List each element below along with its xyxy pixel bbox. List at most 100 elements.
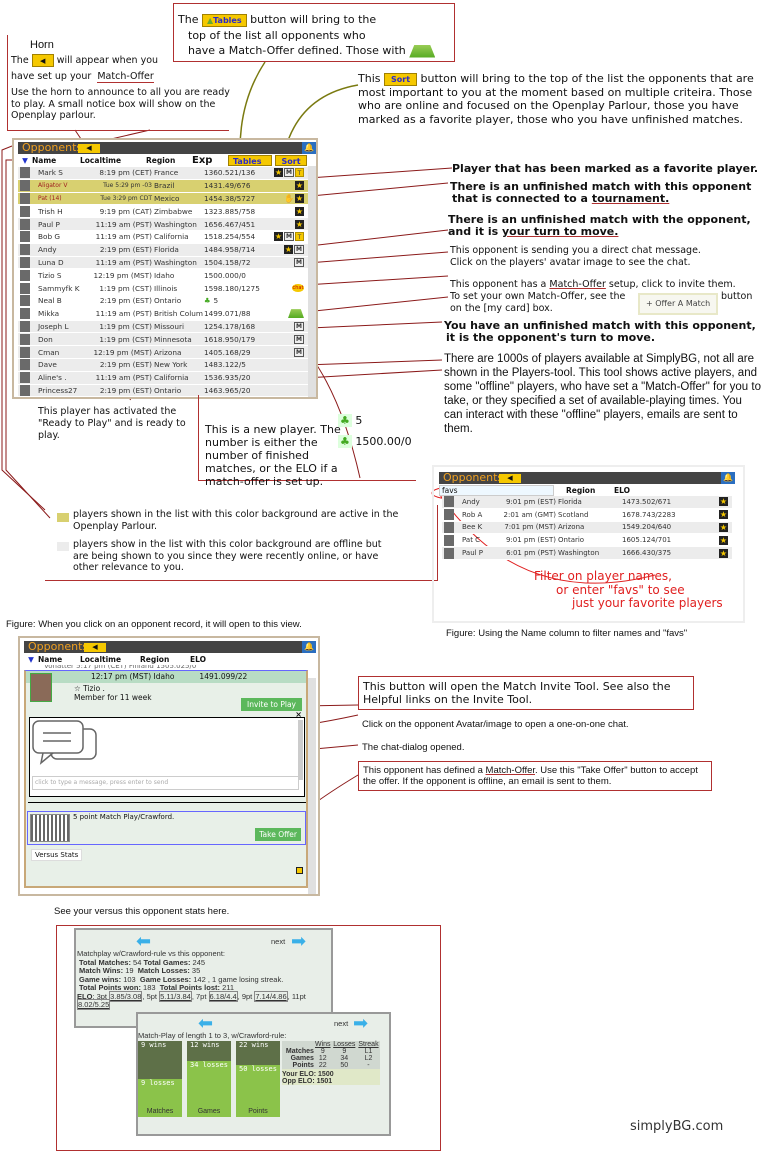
elo-value[interactable]: 5.11/3.84 — [159, 990, 192, 1002]
star-icon[interactable]: ★ — [719, 510, 728, 520]
prev-arrow-icon[interactable]: ⬅ — [198, 1013, 214, 1033]
star-icon[interactable]: ★ — [295, 219, 304, 229]
elo-value[interactable]: 6.18/4.4 — [208, 990, 238, 1002]
invite-to-play-button[interactable]: Invite to Play — [241, 698, 302, 711]
avatar[interactable] — [20, 244, 30, 256]
match-offer-table-icon[interactable] — [288, 309, 304, 319]
star-icon[interactable]: ★ — [719, 522, 728, 532]
col-name[interactable]: Name — [32, 156, 57, 165]
chat-scrollbar[interactable] — [298, 720, 303, 780]
filter-icon[interactable]: ▼ — [22, 156, 28, 165]
avatar[interactable] — [20, 333, 30, 345]
avatar[interactable] — [20, 256, 30, 268]
star-icon[interactable]: ★ — [295, 181, 304, 191]
scrollbar[interactable] — [308, 166, 316, 397]
horn-button[interactable]: ◀ — [84, 642, 106, 652]
prev-arrow-icon[interactable]: ⬅ — [136, 931, 152, 951]
avatar[interactable] — [20, 295, 30, 307]
avatar[interactable] — [20, 205, 30, 217]
match-icon[interactable]: M — [294, 321, 304, 331]
match-icon[interactable]: M — [294, 257, 304, 267]
star-icon[interactable]: ★ — [295, 206, 304, 216]
star-icon[interactable]: ★ — [719, 535, 728, 545]
match-icon[interactable]: M — [284, 168, 294, 178]
avatar[interactable] — [444, 534, 454, 546]
avatar[interactable] — [444, 509, 454, 521]
col-localtime[interactable]: Localtime — [80, 654, 122, 664]
tables-button[interactable]: Tables — [228, 155, 272, 166]
scrollbar[interactable] — [308, 678, 316, 894]
star-icon[interactable]: ★ — [295, 193, 304, 203]
avatar[interactable] — [20, 359, 30, 371]
avatar[interactable] — [444, 521, 454, 533]
opponent-avatar[interactable] — [30, 673, 52, 702]
col-exp[interactable]: Exp — [192, 155, 213, 166]
avatar[interactable] — [20, 231, 30, 243]
avatar[interactable] — [20, 269, 30, 281]
avatar[interactable] — [444, 547, 454, 559]
col-localtime[interactable]: Localtime — [80, 156, 122, 165]
avatar[interactable] — [444, 496, 454, 508]
close-chat-button[interactable]: × — [295, 710, 302, 719]
sort-button[interactable]: Sort — [275, 155, 307, 166]
star-icon[interactable]: ★ — [719, 497, 728, 507]
elo-value[interactable]: 3.85/3.08 — [109, 990, 143, 1002]
versus-stats-button[interactable]: Versus Stats — [31, 849, 83, 861]
chat-message-input[interactable]: click to type a message, press enter to … — [32, 776, 299, 790]
next-arrow-icon[interactable]: ➡ — [353, 1013, 369, 1033]
col-elo[interactable]: ELO — [190, 654, 207, 664]
avatar[interactable] — [20, 180, 30, 192]
match-icon[interactable]: M — [284, 232, 294, 242]
star-icon[interactable]: ★ — [719, 548, 728, 558]
ready-hand-icon[interactable]: ✋ — [284, 193, 294, 203]
collapse-icon[interactable] — [296, 867, 303, 874]
col-region[interactable]: Region — [566, 485, 596, 495]
match-icon[interactable]: M — [294, 245, 304, 255]
bell-icon[interactable]: 🔔 — [721, 472, 735, 484]
elo-value[interactable]: 7.14/4.86 — [254, 990, 288, 1002]
avatar[interactable] — [20, 320, 30, 332]
avatar[interactable] — [20, 167, 30, 179]
star-icon[interactable]: ★ — [274, 232, 283, 242]
horn-button[interactable]: ◀ — [78, 143, 100, 153]
horn-button[interactable]: ◀ — [499, 473, 521, 483]
tournament-icon[interactable]: T — [295, 168, 304, 178]
elo-value[interactable]: 8.02/5.25 — [77, 999, 111, 1010]
filter-icon[interactable]: ▼ — [28, 654, 34, 664]
avatar[interactable] — [20, 218, 30, 230]
avatar[interactable] — [20, 282, 30, 294]
avatar[interactable] — [20, 308, 30, 320]
previous-row[interactable]: Vonatter 5:17 pm (CET) Finland 1505.025/… — [44, 665, 197, 670]
col-region[interactable]: Region — [140, 654, 170, 664]
avatar[interactable] — [20, 372, 30, 384]
next-arrow-icon[interactable]: ➡ — [291, 931, 307, 951]
col-region[interactable]: Region — [146, 156, 176, 165]
bell-icon[interactable]: 🔔 — [302, 641, 316, 653]
star-icon[interactable]: ★ — [284, 245, 293, 255]
avatar[interactable] — [20, 346, 30, 358]
match-icon[interactable]: M — [294, 334, 304, 344]
